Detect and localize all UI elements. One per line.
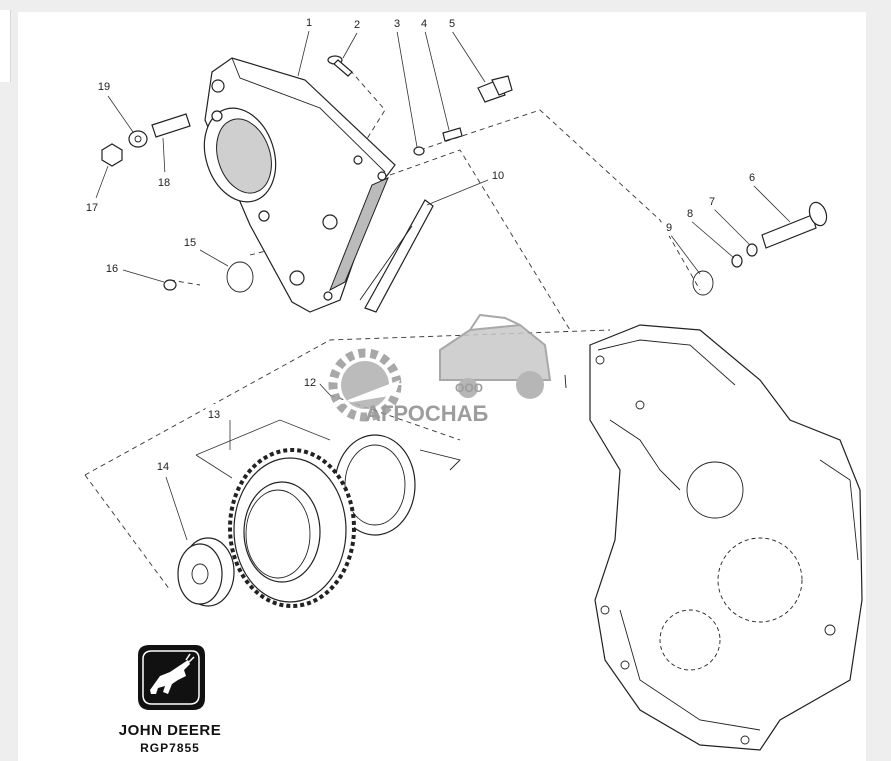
callout-8: 8 <box>681 204 699 222</box>
callout-17: 17 <box>82 197 102 217</box>
callout-5: 5 <box>443 14 461 32</box>
callout-16: 16 <box>102 258 122 278</box>
callout-7: 7 <box>703 192 721 210</box>
callout-9: 9 <box>660 218 678 236</box>
callout-7-label: 7 <box>709 196 715 208</box>
callout-3-label: 3 <box>394 18 400 30</box>
watermark-name: АГРОСНАБ <box>365 401 489 426</box>
callout-2: 2 <box>348 15 366 33</box>
callout-19: 19 <box>94 76 114 96</box>
callout-10-label: 10 <box>492 170 504 182</box>
timing-gear-housing <box>564 324 863 751</box>
callout-5-label: 5 <box>449 18 455 30</box>
fasteners <box>101 55 828 296</box>
left-panel-edge <box>0 10 11 82</box>
callout-18-label: 18 <box>158 177 170 189</box>
diagram-code: RGP7855 <box>140 741 200 755</box>
callout-10: 10 <box>488 165 508 185</box>
seal-ring <box>334 434 461 536</box>
watermark-prefix: ООО <box>455 381 483 395</box>
callout-leaders <box>95 30 791 541</box>
callout-15: 15 <box>180 232 200 252</box>
callout-labels: 1 2 3 4 5 6 7 8 9 10 12 13 14 15 16 17 1… <box>82 13 761 476</box>
callout-9-label: 9 <box>666 222 672 234</box>
callout-3: 3 <box>388 14 406 32</box>
callout-1: 1 <box>300 13 318 31</box>
watermark-gear-icon <box>328 348 402 422</box>
callout-19-label: 19 <box>98 81 110 93</box>
callout-6: 6 <box>743 168 761 186</box>
callout-4: 4 <box>415 14 433 32</box>
callout-6-label: 6 <box>749 172 755 184</box>
callout-16-label: 16 <box>106 263 118 275</box>
john-deere-logo <box>138 645 205 710</box>
callout-12-label: 12 <box>304 377 316 389</box>
callout-14: 14 <box>153 456 173 476</box>
gear <box>228 448 356 608</box>
callout-8-label: 8 <box>687 208 693 220</box>
callout-13-label: 13 <box>208 409 220 421</box>
callout-14-label: 14 <box>157 461 169 473</box>
watermark-tractor-icon <box>439 313 552 399</box>
callout-17-label: 17 <box>86 202 98 214</box>
callout-18: 18 <box>154 172 174 192</box>
deer-icon <box>150 653 195 694</box>
callout-13: 13 <box>204 404 224 424</box>
callout-15-label: 15 <box>184 237 196 249</box>
callout-2-label: 2 <box>354 19 360 31</box>
thrust-washer <box>177 537 235 607</box>
watermark: ООО АГРОСНАБ <box>328 313 552 426</box>
brand-name: JOHN DEERE <box>119 722 222 739</box>
callout-4-label: 4 <box>421 18 427 30</box>
callout-12: 12 <box>300 372 320 392</box>
callout-1-label: 1 <box>306 17 312 29</box>
front-cover-plate <box>203 57 396 313</box>
